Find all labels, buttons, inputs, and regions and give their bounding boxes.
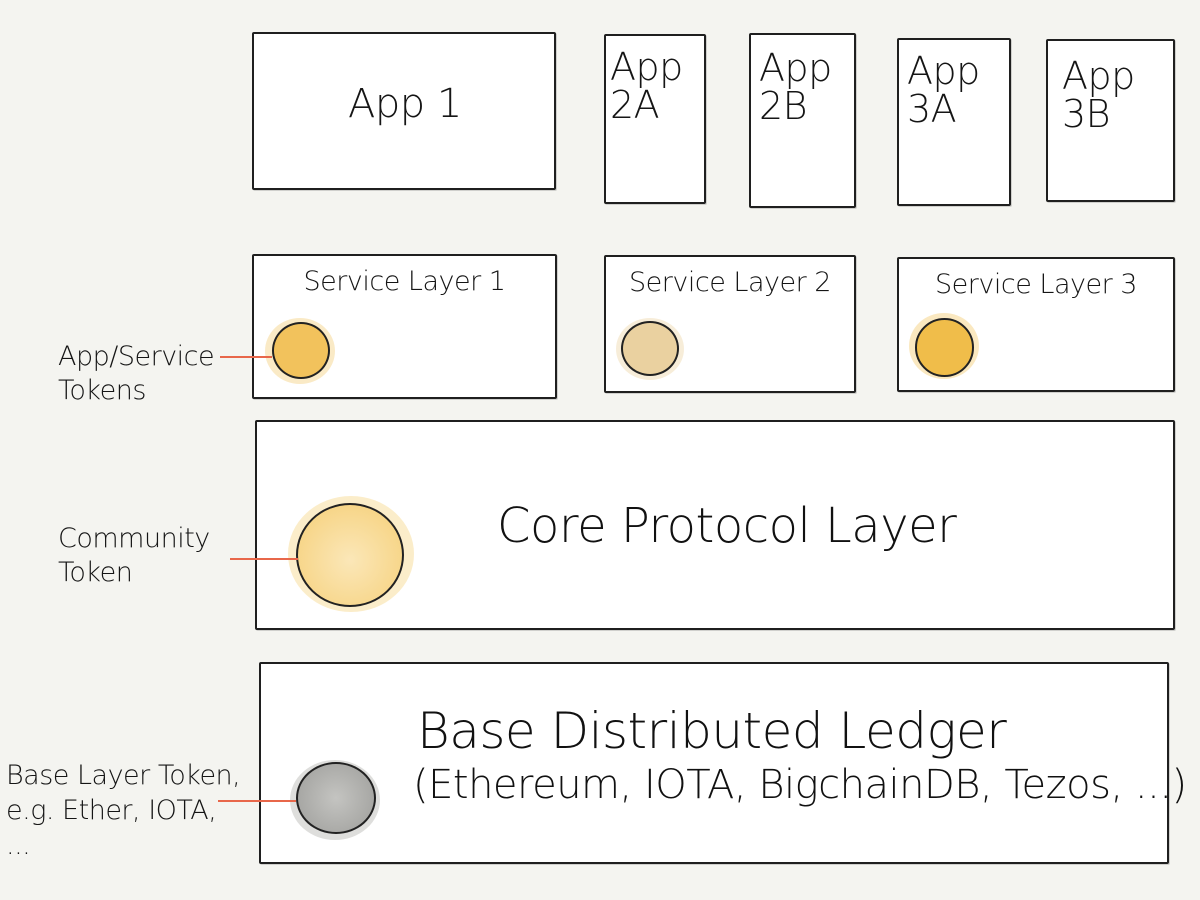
app-3a-box: App 3A	[897, 38, 1011, 206]
core-protocol-layer-box: Core Protocol Layer	[255, 420, 1175, 630]
core-protocol-layer-label: Core Protocol Layer	[497, 498, 957, 554]
service-token-2-icon	[621, 321, 679, 376]
base-token-connector	[218, 800, 296, 802]
app-1-box: App 1	[252, 32, 556, 190]
base-ledger-box: Base Distributed Ledger (Ethereum, IOTA,…	[259, 662, 1187, 864]
service-token-1-icon	[272, 322, 330, 379]
community-token-line-2: Token	[58, 556, 133, 588]
base-layer-token-line-3: ...	[6, 830, 31, 862]
app-3b-box: App 3B	[1046, 39, 1175, 202]
base-ledger-title: Base Distributed Ledger	[417, 702, 1007, 760]
app-3b-label: App 3B	[1062, 54, 1135, 136]
base-layer-token-label: Base Layer Token, e.g. Ether, IOTA, ...	[6, 758, 241, 863]
app-2b-label: App 2B	[759, 46, 832, 128]
service-layer-1-label: Service Layer 1	[303, 266, 506, 297]
app-service-token-connector	[220, 356, 272, 358]
community-token-label: Community Token	[58, 522, 210, 590]
base-layer-token-line-2: e.g. Ether, IOTA,	[6, 795, 217, 827]
app-2a-label: App 2A	[610, 45, 683, 127]
community-token-connector	[230, 558, 298, 560]
app-service-tokens-line-2: Tokens	[58, 374, 146, 406]
app-2b-box: App 2B	[749, 33, 856, 208]
base-ledger-subtitle: (Ethereum, IOTA, BigchainDB, Tezos, ...)	[413, 762, 1187, 808]
app-service-tokens-line-1: App/Service	[58, 341, 215, 372]
app-1-label: App 1	[348, 81, 462, 127]
base-token-icon	[296, 762, 376, 834]
community-token-line-1: Community	[58, 523, 210, 554]
service-layer-2-box: Service Layer 2	[604, 255, 856, 393]
service-layer-3-label: Service Layer 3	[935, 269, 1137, 300]
community-token-icon	[296, 503, 404, 607]
app-service-tokens-label: App/Service Tokens	[58, 340, 215, 408]
service-token-3-icon	[915, 318, 974, 377]
service-layer-2-label: Service Layer 2	[629, 267, 831, 298]
app-2a-box: App 2A	[604, 34, 706, 204]
base-layer-token-line-1: Base Layer Token,	[6, 760, 241, 791]
app-3a-label: App 3A	[907, 49, 980, 131]
